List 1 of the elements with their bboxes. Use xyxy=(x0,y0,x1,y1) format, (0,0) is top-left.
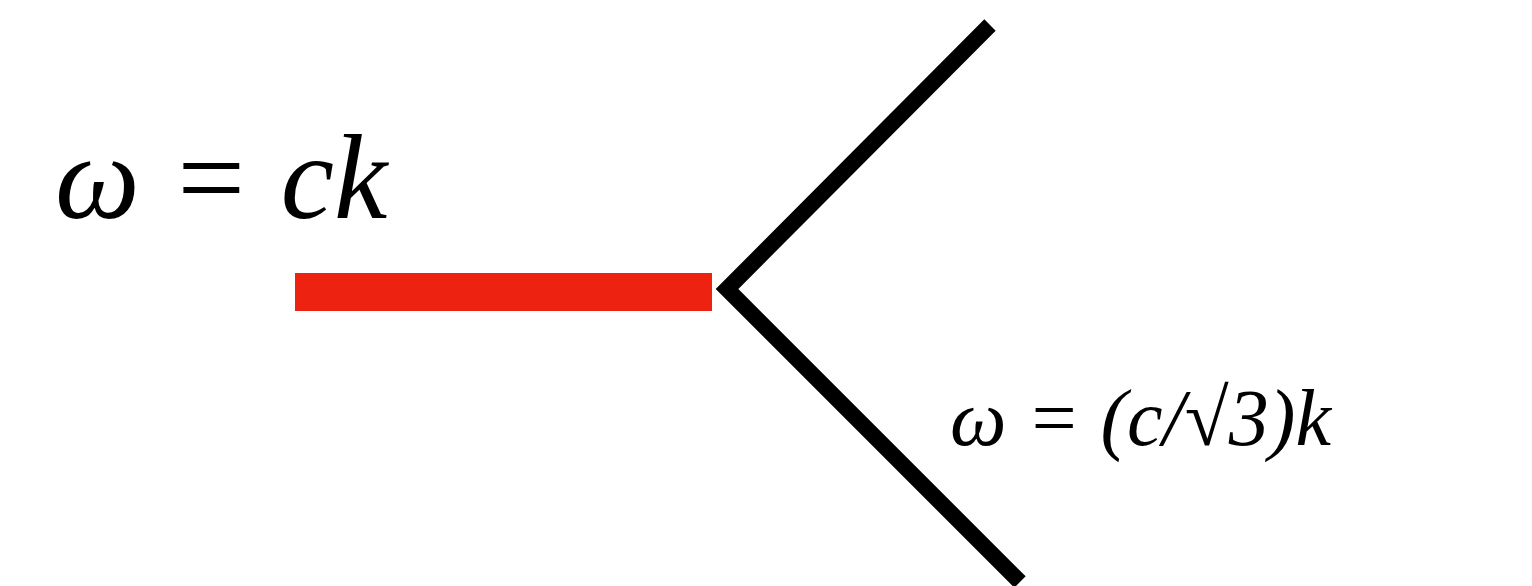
equation-label: ω = ck xyxy=(55,118,388,238)
